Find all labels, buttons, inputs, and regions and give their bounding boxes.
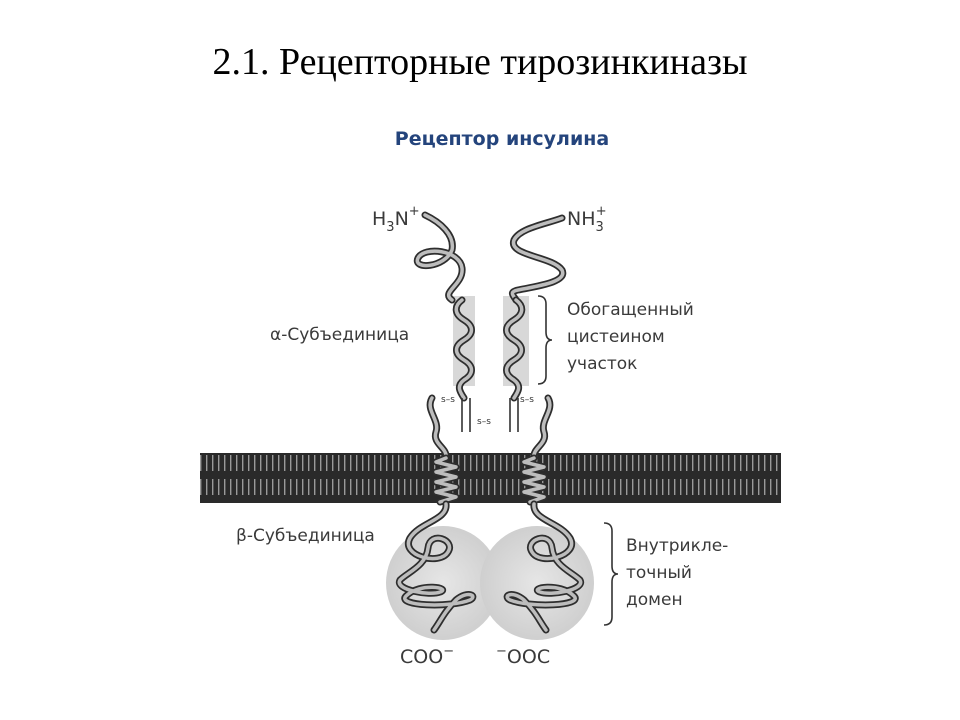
disulfide-bond-alpha-beta-left: s–s bbox=[441, 395, 455, 405]
c-terminus-right-label: −OOC bbox=[496, 644, 550, 668]
disulfide-bonds: s–s s–s s–s bbox=[441, 395, 534, 427]
intracellular-domain-bracket bbox=[603, 522, 619, 626]
alpha-subunit-left bbox=[413, 211, 475, 432]
cys-region-bracket bbox=[537, 295, 553, 385]
cys-region-label: Обогащенный цистеином участок bbox=[567, 300, 699, 374]
n-terminus-left-label: H3N+ bbox=[372, 204, 420, 235]
beta-subunit-label: β-Субъединица bbox=[236, 526, 375, 546]
beta-subunit-left bbox=[396, 394, 477, 634]
disulfide-bond-alpha-beta-right: s–s bbox=[520, 395, 534, 405]
diagram-heading: Рецептор инсулина bbox=[395, 128, 609, 150]
alpha-subunit-label: α-Субъединица bbox=[270, 325, 409, 345]
alpha-subunit-right bbox=[503, 214, 567, 432]
beta-subunit-right bbox=[503, 394, 584, 634]
intracellular-domain-label: Внутрикле- точный домен bbox=[626, 536, 734, 610]
c-terminus-left-label: COO− bbox=[400, 644, 454, 668]
cell-membrane bbox=[200, 453, 781, 503]
slide-title: 2.1. Рецепторные тирозинкиназы bbox=[212, 41, 748, 83]
n-terminus-right-label: NH3+ bbox=[567, 204, 607, 235]
disulfide-bond-alpha-alpha: s–s bbox=[477, 417, 491, 427]
